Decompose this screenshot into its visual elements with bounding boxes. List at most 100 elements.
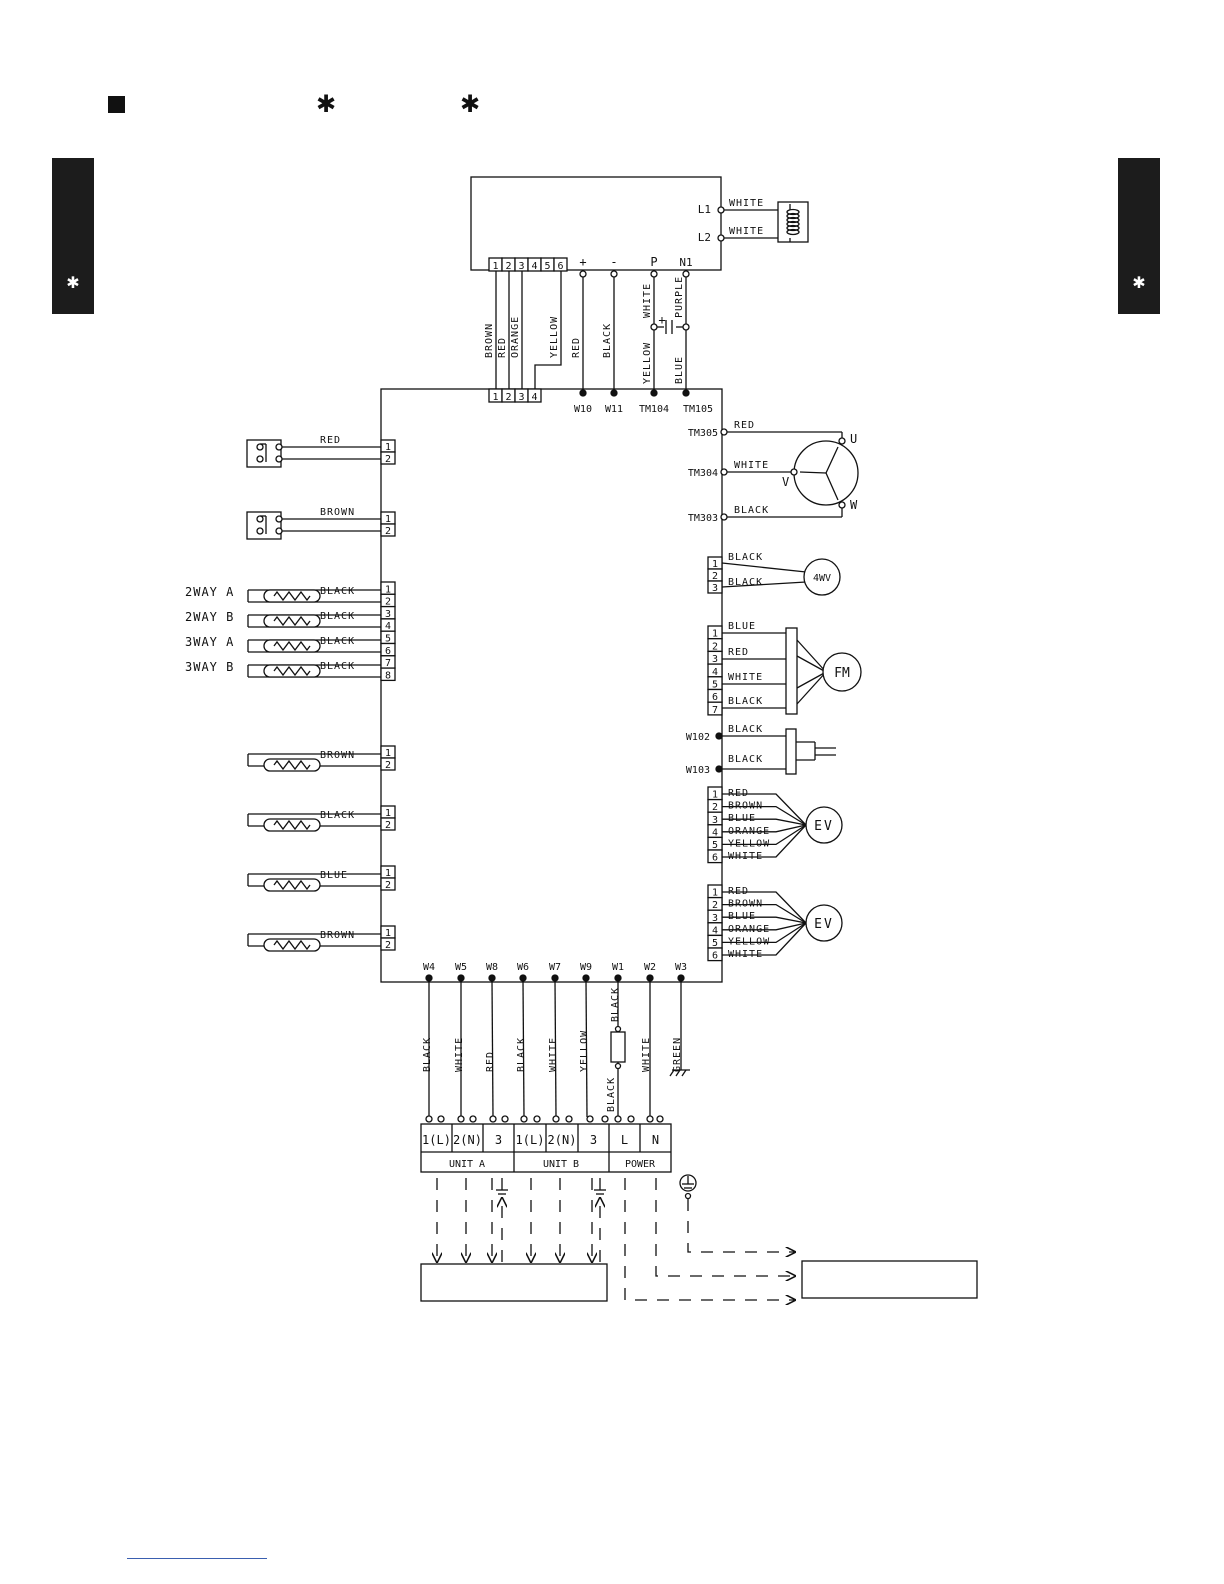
- terminal-cell-label: L: [621, 1133, 628, 1147]
- compressor-u: U: [850, 432, 857, 446]
- board-to-terminal-wire: [554, 980, 557, 1118]
- inverter-terminal: [579, 270, 587, 278]
- terminal-screw: [425, 1115, 433, 1123]
- board-top-terminal: [650, 389, 658, 397]
- wire-color-blue: BLUE: [674, 356, 685, 384]
- board-top-pin-box: [527, 388, 542, 403]
- compressor-wire-color: RED: [734, 420, 755, 431]
- wire-color-brown: BROWN: [484, 323, 495, 358]
- terminal-screw: [601, 1115, 609, 1123]
- terminal-screw: [656, 1115, 664, 1123]
- inverter-l1-label: L1: [698, 203, 711, 216]
- cap-wire-color: BLACK: [728, 724, 763, 735]
- fuse: [610, 1031, 626, 1063]
- valve-connector-pin-number: 6: [385, 646, 391, 657]
- wire-color-yellow: YELLOW: [549, 316, 560, 358]
- board-bottom-terminal: [646, 974, 654, 982]
- fan-motor-wire-color: RED: [728, 647, 749, 658]
- sensor-connector-pin-number: 1: [385, 868, 391, 879]
- fan-motor-lead: [796, 671, 827, 689]
- board-bottom-terminal: [582, 974, 590, 982]
- main-control-board: [380, 388, 723, 983]
- ev-2-connector-pin-number: 2: [712, 900, 718, 911]
- power-n-field-wire: [655, 1178, 795, 1276]
- l2-terminal: [717, 234, 725, 242]
- valve-connector-pin-number: 7: [385, 658, 391, 669]
- board-bottom-terminal: [677, 974, 685, 982]
- ev-2-wire: [722, 922, 807, 931]
- term-w10: W10: [574, 404, 592, 415]
- fan-motor-connector-pin-number: 4: [712, 667, 718, 678]
- coil-turn: [786, 216, 800, 224]
- board-bottom-term-label: W7: [549, 962, 561, 973]
- compressor-terminal: [720, 428, 728, 436]
- power-supply-box: [801, 1260, 978, 1299]
- terminal-group-unit-b: UNIT B: [543, 1159, 579, 1170]
- fan-motor-connector-pin-number: 6: [712, 692, 718, 703]
- wire-color-black-dc: BLACK: [602, 323, 613, 358]
- bottom-wire-color: GREEN: [672, 1037, 683, 1072]
- fan-motor-wire-color: BLUE: [728, 621, 756, 632]
- terminal-cell-label: 1(L): [422, 1133, 451, 1147]
- ev-2-wire: [722, 903, 807, 924]
- ev-2-wire-color: BLUE: [728, 911, 756, 922]
- compressor-terminal-label: TM303: [688, 513, 718, 524]
- wire-color-red-dc: RED: [571, 337, 582, 358]
- sensor-connector-pin-box: [380, 937, 396, 951]
- bottom-wire-color: BLACK: [516, 1037, 527, 1072]
- compressor-u-node: [838, 437, 846, 445]
- board-bottom-terminal: [519, 974, 527, 982]
- compressor-terminal: [720, 468, 728, 476]
- term-tm104: TM104: [639, 404, 669, 415]
- l2-wire-color: WHITE: [729, 226, 764, 237]
- compressor-w-node: [838, 501, 846, 509]
- board-top-pin-number: 4: [531, 392, 537, 403]
- ev-2-wire: [722, 916, 807, 924]
- sensor-wire-color: BROWN: [320, 750, 355, 761]
- terminal-screw: [469, 1115, 477, 1123]
- header-asterisk: ✱: [316, 90, 337, 118]
- ev-2-expansion-valve: [805, 904, 843, 942]
- compressor-terminal: [720, 513, 728, 521]
- fan-motor-connector-pin-number: 5: [712, 680, 718, 691]
- sensor-connector-pin-number: 2: [385, 940, 391, 951]
- ev-1-connector-pin-number: 5: [712, 840, 718, 851]
- ev-1-label: EV: [814, 819, 834, 834]
- board-top-pin-number: 3: [518, 392, 524, 403]
- fan-motor-label: FM: [834, 666, 850, 681]
- board-bottom-terminal: [457, 974, 465, 982]
- sensor-thermistor-zigzag: [273, 939, 311, 951]
- terminal-cell-label: 2(N): [548, 1133, 577, 1147]
- inverter-pin-number: 5: [544, 261, 550, 272]
- sensor-connector-pin-number: 2: [385, 760, 391, 771]
- terminal-screw: [437, 1115, 445, 1123]
- cap-node: [650, 323, 658, 331]
- switch-1-box: [246, 439, 282, 468]
- fan-motor-lead: [796, 639, 827, 673]
- board-top-terminal: [682, 389, 690, 397]
- ev-2-wire-color: WHITE: [728, 949, 763, 960]
- terminal-cell-label: 3: [495, 1133, 502, 1147]
- four-way-valve-coil: [803, 558, 841, 596]
- bottom-wire-color: BLACK: [422, 1037, 433, 1072]
- fan-motor-lead: [796, 671, 827, 705]
- yellow-wire: [534, 271, 562, 393]
- valve-connector-pin-box: [380, 667, 396, 682]
- cap-connector-block: [785, 728, 797, 775]
- switch-1-contact: [256, 455, 264, 463]
- earth-node: [684, 1192, 692, 1200]
- valve-thermistor-zigzag: [273, 590, 311, 602]
- board-bottom-term-label: W6: [517, 962, 529, 973]
- board-bottom-terminal: [614, 974, 622, 982]
- bottom-wire-color: WHITE: [641, 1037, 652, 1072]
- wire-color-white-p: WHITE: [642, 283, 653, 318]
- board-to-terminal-wire: [491, 980, 494, 1118]
- ev-2-wire: [722, 922, 807, 956]
- sensor-thermistor-zigzag: [273, 819, 311, 831]
- board-bottom-term-label: W4: [423, 962, 435, 973]
- term-w102: W102: [686, 732, 710, 743]
- board-top-pin-number: 1: [492, 392, 498, 403]
- sensor-wire-color: BLUE: [320, 870, 348, 881]
- valve-label: 2WAY B: [185, 610, 234, 624]
- ev-1-wire-color: BLUE: [728, 813, 756, 824]
